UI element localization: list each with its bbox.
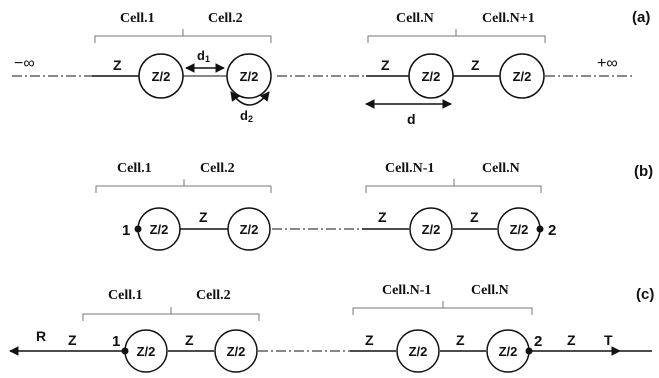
- cell-brace: [365, 179, 542, 193]
- d-label: d: [407, 111, 416, 127]
- cell-label: Cell.2: [200, 161, 235, 176]
- panel-c-label: (c): [636, 286, 654, 303]
- impedance-circle: [214, 329, 258, 373]
- minus-infinity: −∞: [14, 55, 35, 72]
- port-2-label: 2: [534, 333, 542, 350]
- z-half-label: Z/2: [240, 69, 259, 84]
- cell-brace: [367, 29, 546, 43]
- d2-label: d2: [240, 108, 253, 124]
- port-2-dot: [525, 347, 533, 355]
- port-1-dot: [121, 347, 129, 355]
- cell-brace: [95, 179, 272, 193]
- cell-label: Cell.N: [471, 283, 509, 298]
- port-1-dot: [134, 225, 142, 233]
- z-label: Z: [378, 209, 387, 225]
- port-1-label: 1: [112, 333, 120, 350]
- cell-label: Cell.N-1: [385, 161, 434, 176]
- transmission-label: T: [604, 332, 613, 348]
- z-label: Z: [471, 57, 480, 73]
- z-label: Z: [199, 209, 208, 225]
- panel-b: (b) Cell.1 Cell.2 Cell.N-1 Cell.N Z/2 Z/…: [95, 161, 653, 251]
- z-label: Z: [456, 332, 465, 348]
- impedance-circle: [227, 207, 271, 251]
- port-2-dot: [536, 225, 544, 233]
- z-label: Z: [185, 332, 194, 348]
- cell-label: Cell.2: [196, 288, 231, 303]
- reflection-label: R: [36, 328, 46, 344]
- z-half-label: Z/2: [152, 69, 171, 84]
- d1-label: d1: [197, 48, 210, 64]
- cell-label: Cell.N: [482, 161, 520, 176]
- cell-label: Cell.N-1: [382, 283, 431, 298]
- port-2-label: 2: [548, 222, 556, 239]
- z-half-label: Z/2: [240, 222, 259, 237]
- d2-arrow: [230, 91, 270, 106]
- impedance-circle: [499, 53, 545, 99]
- z-label: Z: [365, 332, 374, 348]
- plus-infinity: +∞: [597, 55, 618, 72]
- z-half-label: Z/2: [150, 222, 169, 237]
- panel-c: (c) Cell.1 Cell.2 Cell.N-1 Cell.N Z/2 Z/…: [9, 283, 654, 373]
- z-half-label: Z/2: [422, 69, 441, 84]
- cell-brace: [82, 307, 260, 321]
- panel-a: (a) Cell.1 Cell.2 Cell.N Cell.N+1 Z/2 Z/…: [12, 9, 650, 127]
- z-label: Z: [470, 209, 479, 225]
- cell-label: Cell.N+1: [482, 11, 535, 26]
- impedance-circle: [138, 53, 184, 99]
- cell-label: Cell.N: [396, 11, 434, 26]
- z-label: Z: [567, 332, 576, 348]
- z-half-label: Z/2: [137, 344, 156, 359]
- z-half-label: Z/2: [409, 344, 428, 359]
- panel-a-label: (a): [632, 9, 650, 26]
- cell-brace: [94, 29, 272, 43]
- impedance-circle: [408, 53, 454, 99]
- z-label: Z: [68, 332, 77, 348]
- cell-label: Cell.2: [208, 11, 243, 26]
- cell-brace: [352, 301, 533, 315]
- z-half-label: Z/2: [499, 344, 518, 359]
- cell-label: Cell.1: [117, 161, 152, 176]
- z-half-label: Z/2: [227, 344, 246, 359]
- z-label: Z: [113, 57, 122, 73]
- z-half-label: Z/2: [510, 222, 529, 237]
- port-1-label: 1: [122, 222, 130, 239]
- impedance-circle: [396, 329, 440, 373]
- impedance-circle: [409, 207, 453, 251]
- cell-label: Cell.1: [108, 288, 143, 303]
- panel-b-label: (b): [634, 163, 653, 180]
- cell-label: Cell.1: [120, 11, 155, 26]
- z-half-label: Z/2: [513, 69, 532, 84]
- z-label: Z: [381, 57, 390, 73]
- z-half-label: Z/2: [422, 222, 441, 237]
